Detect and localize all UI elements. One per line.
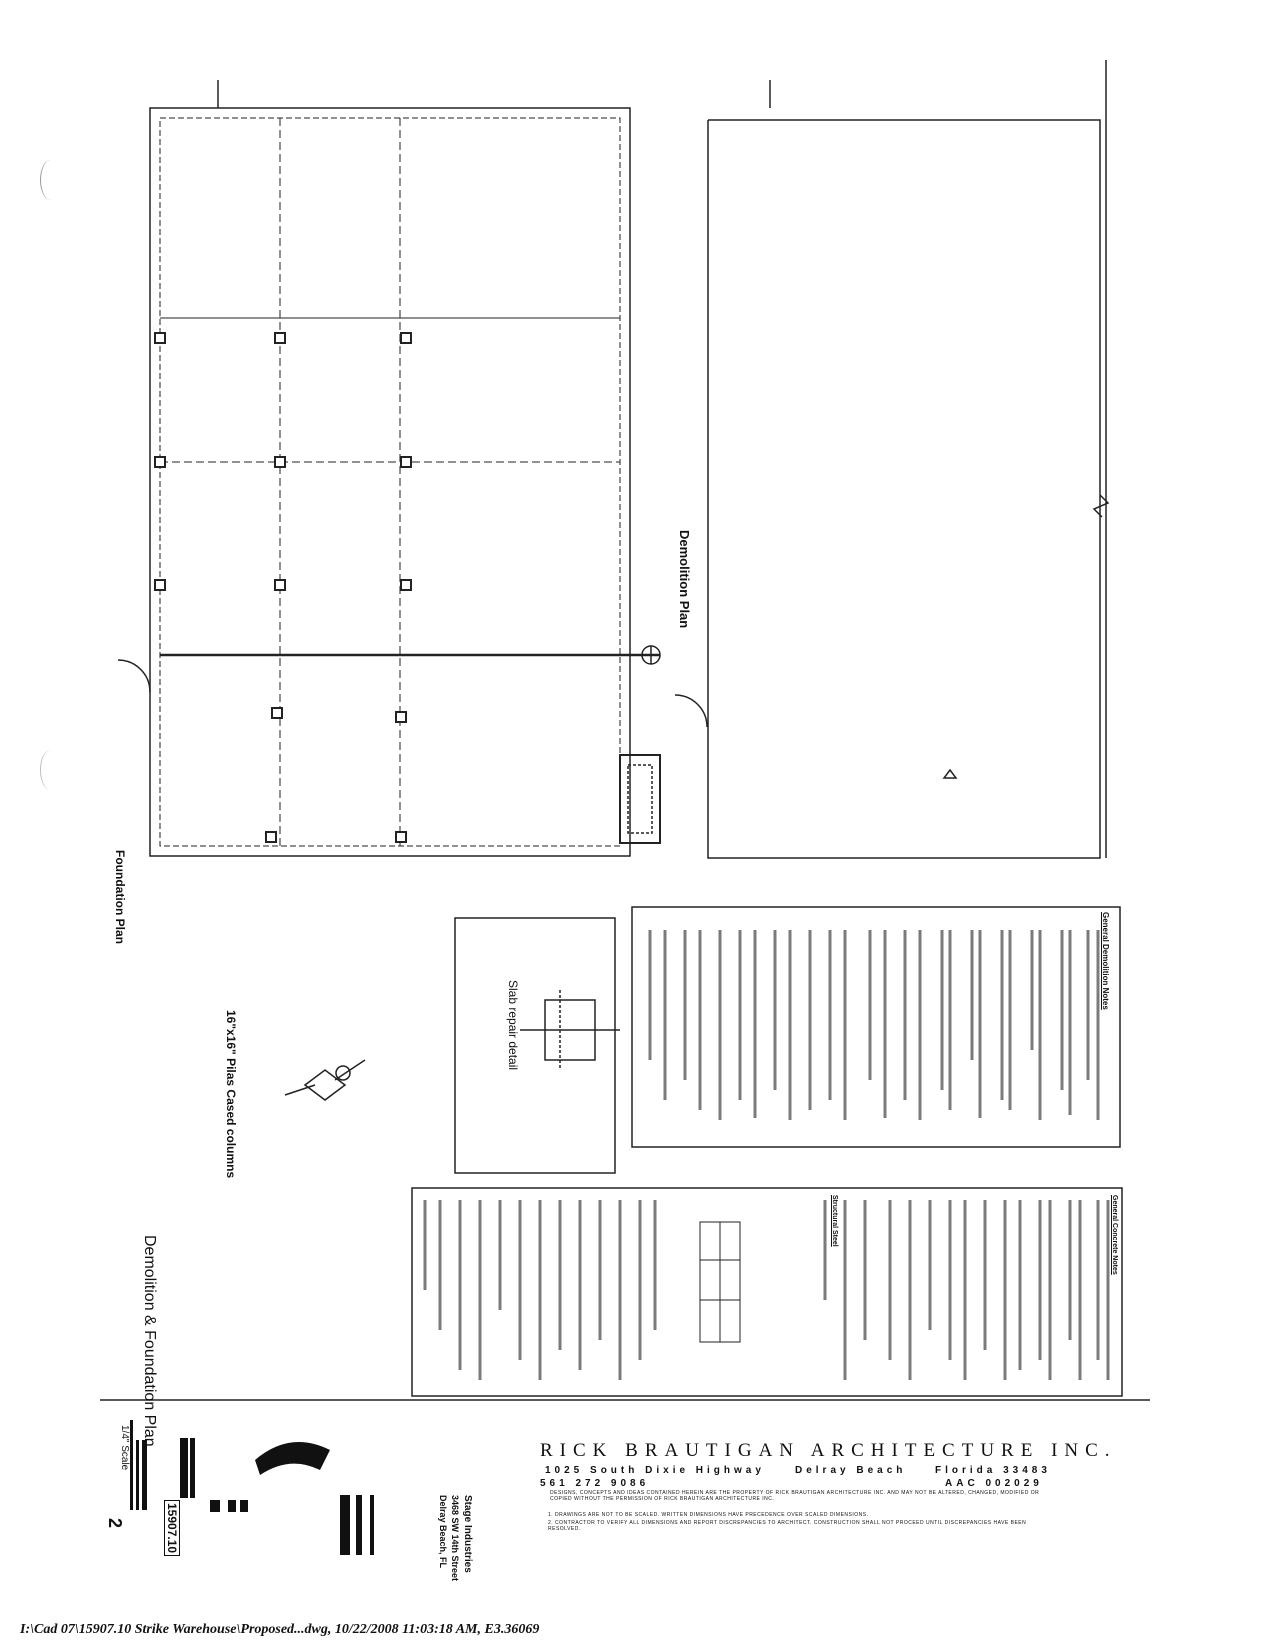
project-city: Delray Beach, FL <box>438 1495 448 1569</box>
column-detail-title: 16"x16" Pilas Cased columns <box>224 1010 238 1179</box>
slab-repair-detail-title: Slab repair detail <box>506 980 520 1071</box>
binder-hole-mark <box>40 750 61 790</box>
copyright-disclaimer: Designs, concepts and ideas contained he… <box>550 1490 1040 1502</box>
foundation-plan-outline <box>149 107 631 857</box>
company-address: 1025 South Dixie Highway <box>545 1465 765 1476</box>
concrete-notes-heading: General Concrete Notes <box>1111 1195 1118 1275</box>
binder-hole-mark <box>40 160 61 200</box>
project-address: 3468 SW 14th Street <box>450 1495 460 1582</box>
company-name: Rick Brautigan Architecture Inc. <box>540 1440 1117 1461</box>
sheet-title: Demolition & Foundation Plan <box>141 1235 158 1447</box>
demolition-plan-outline <box>707 119 1101 859</box>
company-phone: 561 272 9086 <box>540 1478 650 1489</box>
drawing-note-1: 1. Drawings are not to be scaled. Writte… <box>548 1512 869 1518</box>
company-city: Delray Beach <box>795 1465 907 1476</box>
drawing-note-2: 2. Contractor to verify all dimensions a… <box>548 1520 1027 1532</box>
license-number: AAC 002029 <box>945 1478 1043 1489</box>
steel-notes-heading: Structural Steel <box>831 1195 838 1247</box>
sheet-number: 2 <box>105 1518 125 1529</box>
project-name: Stage Industries <box>462 1495 473 1573</box>
sheet-scale: 1/4" Scale <box>119 1425 130 1471</box>
company-state-zip: Florida 33483 <box>935 1465 1051 1476</box>
project-number: 15907.10 <box>164 1500 180 1557</box>
file-path-stamp: I:\Cad 07\15907.10 Strike Warehouse\Prop… <box>20 1622 540 1637</box>
